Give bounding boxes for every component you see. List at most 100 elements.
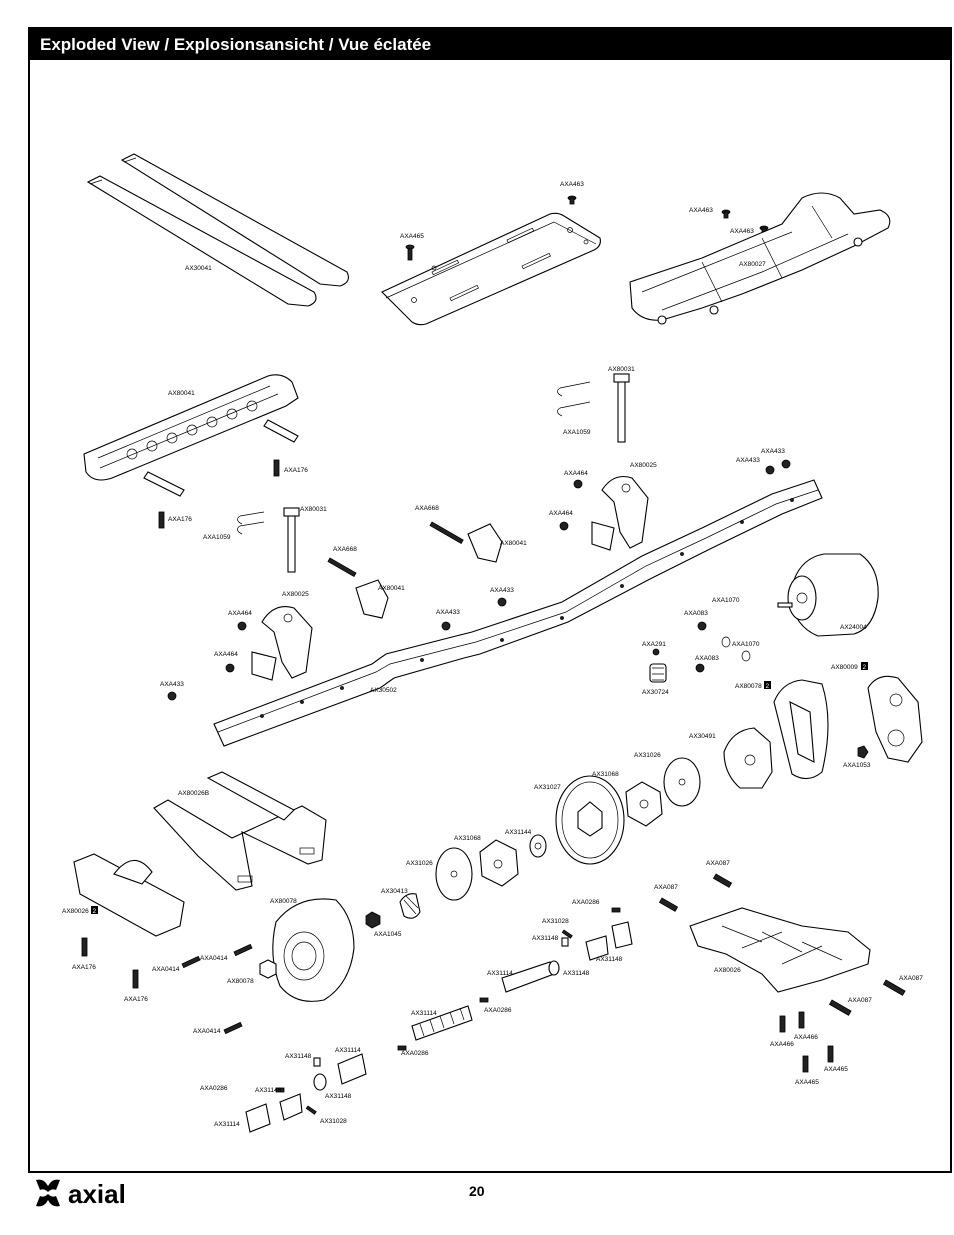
diagram-frame: Exploded View / Explosionsansicht / Vue …	[28, 27, 952, 1173]
callout-label: AX31027	[534, 784, 561, 791]
callout-label: AX31114	[335, 1047, 361, 1054]
callout-label: AX31028	[542, 918, 569, 925]
callout-label: AXA1059	[203, 534, 231, 541]
callout-label: AXA083	[695, 655, 719, 662]
callout-label: AX31144	[505, 829, 532, 836]
callout-label: AX80026B	[178, 790, 209, 797]
motor	[777, 553, 879, 637]
skid-plate-front	[153, 771, 327, 891]
callout-label: AX31114	[214, 1121, 240, 1128]
callout-label: AX31026	[406, 860, 433, 867]
callout-label: AX31114	[487, 970, 513, 977]
shock-mount-front	[251, 606, 313, 681]
battery-tray	[381, 212, 601, 326]
callout-label: AX80041	[168, 390, 195, 397]
upper-cage	[629, 192, 891, 325]
callout-label: AXA433	[490, 587, 514, 594]
callout-label: AXA0286	[572, 899, 600, 906]
callout-label: AXA465	[400, 233, 424, 240]
callout-label: AX80027	[739, 261, 766, 268]
callout-label: AX80041	[500, 540, 527, 547]
transmission-case	[857, 675, 923, 763]
callout-label: AX30413	[381, 888, 408, 895]
callout-label: AXA464	[549, 510, 573, 517]
callout-label: AX31148	[255, 1087, 282, 1094]
callout-label: AXA463	[689, 207, 713, 214]
callout-label: AX31148	[532, 935, 559, 942]
callout-label: AX80026	[62, 908, 89, 915]
callout-label: AX31148	[596, 956, 623, 963]
callout-label: AX80026	[714, 967, 741, 974]
callout-label: AX30502	[370, 687, 397, 694]
callout-label: AXA464	[564, 470, 588, 477]
callout-label: AX80025	[630, 462, 657, 469]
screws-top	[405, 195, 769, 261]
callout-label: AXA1070	[732, 641, 760, 648]
callout-label: AXA0414	[193, 1028, 221, 1035]
callout-label: AXA0414	[200, 955, 228, 962]
callout-label: AXA087	[899, 975, 923, 982]
callout-label: AXA0286	[200, 1085, 228, 1092]
slipper-stack	[365, 757, 701, 929]
strap-parts	[86, 153, 349, 307]
callout-label: AX30041	[185, 265, 212, 272]
frame-rail	[213, 479, 823, 747]
callout-label: AX31028	[320, 1118, 347, 1125]
callout-label: AXA087	[706, 860, 730, 867]
callout-label: AXA176	[72, 964, 96, 971]
callout-label: AXA176	[168, 516, 192, 523]
callout-label: AXA1070	[712, 597, 740, 604]
callout-label: AXA668	[333, 546, 357, 553]
quantity-badge: 2	[863, 664, 867, 671]
callout-labels: AX30041 AXA463 AXA465 AXA463 AXA463 AX80…	[62, 181, 923, 1128]
callout-label: AX80031	[300, 506, 327, 513]
axial-logo-text: axial	[68, 1179, 126, 1209]
axial-logo: axial	[30, 1176, 164, 1215]
page-number: 20	[469, 1183, 485, 1199]
callout-label: AX80031	[608, 366, 635, 373]
callout-label: AXA464	[214, 651, 238, 658]
page-title: Exploded View / Explosionsansicht / Vue …	[30, 29, 950, 60]
callout-label: AXA463	[730, 228, 754, 235]
small-screws-mid	[167, 459, 791, 701]
callout-label: AXA0414	[152, 966, 180, 973]
callout-label: AXA433	[761, 448, 785, 455]
callout-label: AXA466	[770, 1041, 794, 1048]
callout-label: AX80025	[282, 591, 309, 598]
callout-label: AX80078	[227, 978, 254, 985]
skid-plate-rear	[658, 873, 906, 1073]
link-mounts	[327, 521, 503, 619]
callout-label: AXA463	[560, 181, 584, 188]
callout-label: AXA083	[684, 610, 708, 617]
callout-label: AXA464	[228, 610, 252, 617]
callout-label: AX30724	[642, 689, 669, 696]
callout-label: AXA087	[848, 997, 872, 1004]
callout-label: AX30491	[689, 733, 716, 740]
callout-label: AXA087	[654, 884, 678, 891]
callout-label: AX31068	[592, 771, 619, 778]
callout-label: AX31026	[634, 752, 661, 759]
callout-label: AXA176	[124, 996, 148, 1003]
callout-label: AXA0286	[484, 1007, 512, 1014]
callout-label: AXA291	[642, 641, 666, 648]
transmission-half	[259, 898, 355, 1002]
motor-plate	[773, 679, 829, 780]
quantity-badges: 2 2 2	[91, 662, 868, 915]
callout-label: AX24004	[840, 624, 867, 631]
callout-label: AXA433	[436, 609, 460, 616]
pins-and-clips	[158, 373, 630, 573]
pinion-washers	[649, 636, 751, 683]
gear-cover	[723, 727, 773, 789]
callout-label: AXA466	[794, 1034, 818, 1041]
callout-label: AXA176	[284, 467, 308, 474]
callout-label: AXA433	[160, 681, 184, 688]
drive-shafts	[245, 907, 633, 1133]
callout-label: AX31148	[563, 970, 590, 977]
callout-label: AXA1045	[374, 931, 402, 938]
exploded-view-diagram: AX30041 AXA463 AXA465 AXA463 AXA463 AX80…	[62, 153, 923, 1133]
callout-label: AXA0286	[401, 1050, 429, 1057]
front-bumper	[83, 374, 299, 497]
callout-label: AX80078	[270, 898, 297, 905]
callout-label: AXA465	[824, 1066, 848, 1073]
callout-label: AXA1053	[843, 762, 871, 769]
